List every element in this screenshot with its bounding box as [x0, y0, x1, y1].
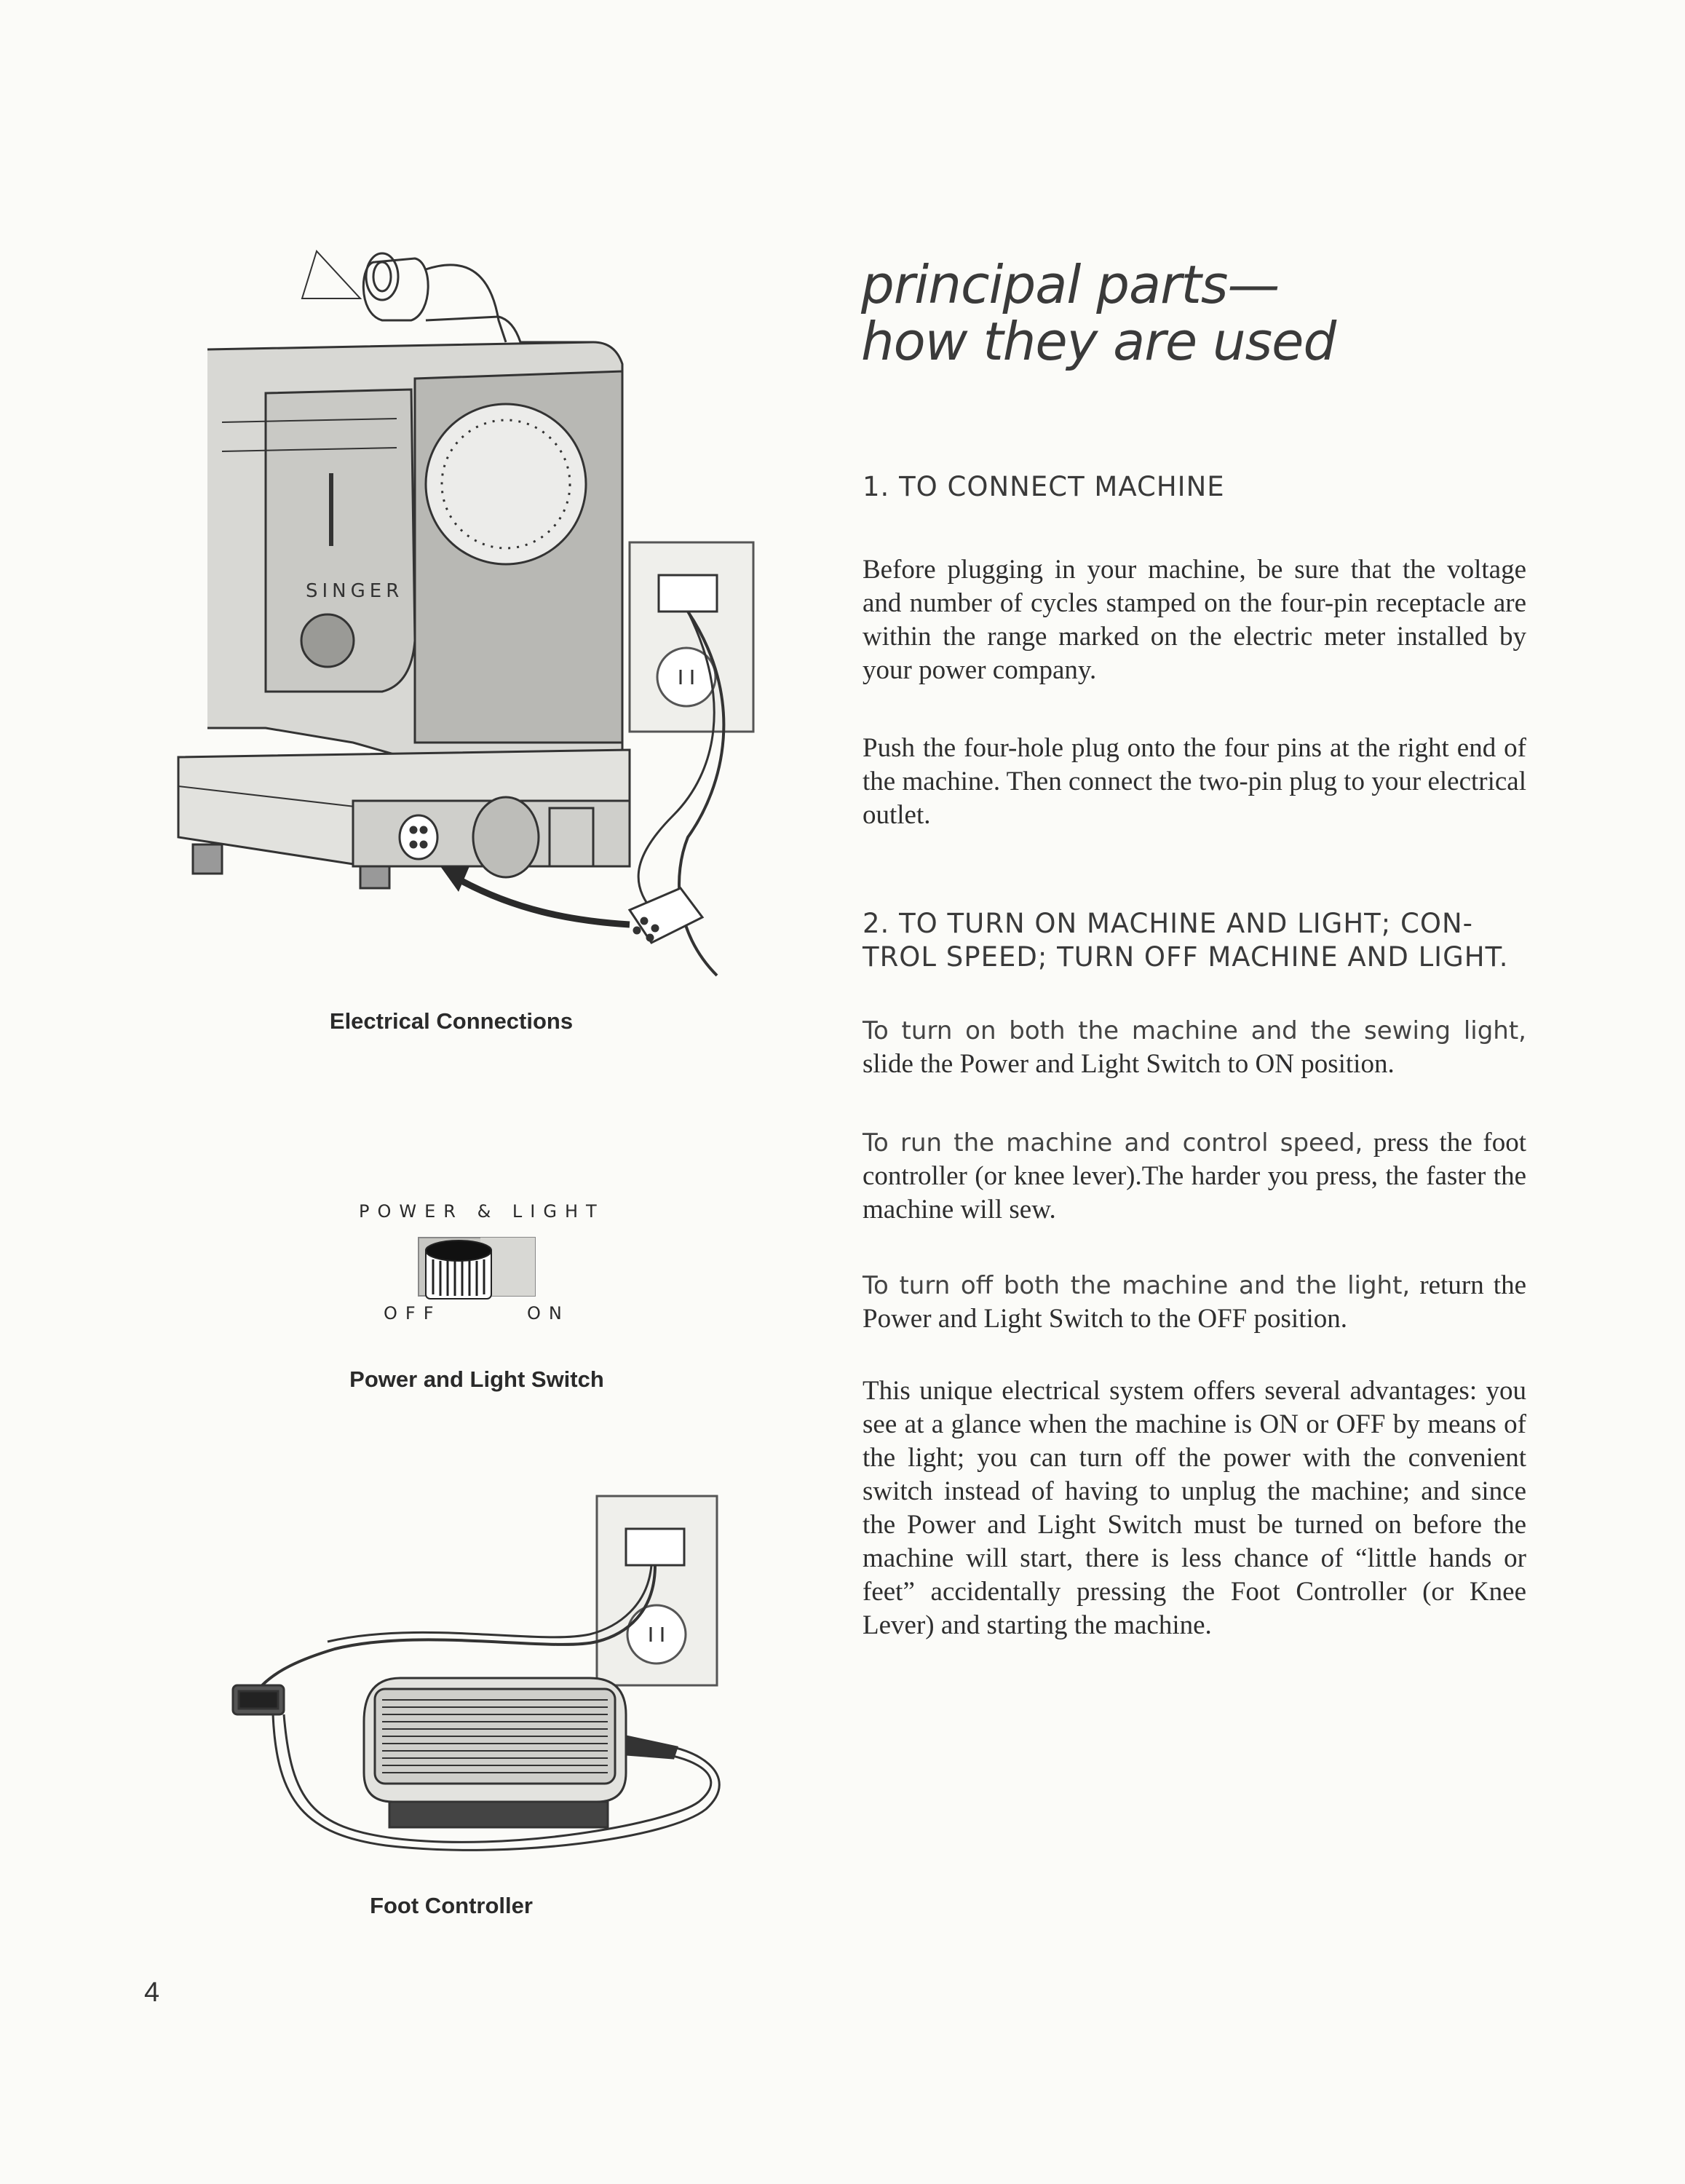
section-1-heading: 1. TO CONNECT MACHINE: [863, 471, 1225, 502]
turn-on-paragraph: To turn on both the machine and the sewi…: [863, 1014, 1526, 1081]
advantages-paragraph: This unique electrical system offers sev…: [863, 1376, 1526, 1640]
section-1-paragraph-1: Before plugging in your machine, be sure…: [863, 555, 1526, 685]
run-paragraph: To run the machine and control speed, pr…: [863, 1126, 1526, 1227]
switch-off-label: OFF: [384, 1303, 442, 1324]
section-2-heading-line-2: TROL SPEED; TURN OFF MACHINE AND LIGHT.: [863, 941, 1509, 973]
run-lead: To run the machine and control speed,: [863, 1128, 1363, 1158]
electrical-connections-illustration: SINGER: [177, 250, 755, 977]
section-1-paragraph-2: Push the four-hole plug onto the four pi…: [863, 733, 1526, 830]
page-title-line-2: how they are used: [861, 311, 1336, 372]
foot-controller-caption: Foot Controller: [370, 1893, 533, 1918]
switch-on-label: ON: [527, 1303, 570, 1324]
power-light-switch-illustration: [418, 1237, 536, 1299]
run-text: press the foot controller (or knee lever…: [863, 1128, 1526, 1224]
page-title: principal parts— how they are used: [861, 256, 1516, 370]
machine-brand-label: SINGER: [306, 580, 403, 602]
foot-controller-illustration: [231, 1495, 721, 1851]
electrical-connections-caption: Electrical Connections: [329, 1008, 574, 1034]
turn-off-lead: To turn off both the machine and the lig…: [863, 1271, 1411, 1300]
turn-off-paragraph: To turn off both the machine and the lig…: [863, 1269, 1526, 1336]
power-light-switch-caption: Power and Light Switch: [349, 1366, 604, 1392]
turn-on-text: slide the Power and Light Switch to ON p…: [863, 1049, 1395, 1079]
section-2-heading: 2. TO TURN ON MACHINE AND LIGHT; CON- TR…: [863, 907, 1561, 974]
section-2-heading-line-1: 2. TO TURN ON MACHINE AND LIGHT; CON-: [863, 908, 1473, 939]
turn-on-lead: To turn on both the machine and the sewi…: [863, 1016, 1526, 1045]
switch-top-label: POWER & LIGHT: [359, 1201, 605, 1222]
turn-off-text: return the Power and Light Switch to the…: [863, 1270, 1527, 1334]
page-title-line-1: principal parts—: [861, 254, 1280, 315]
page-number: 4: [144, 1977, 160, 2008]
